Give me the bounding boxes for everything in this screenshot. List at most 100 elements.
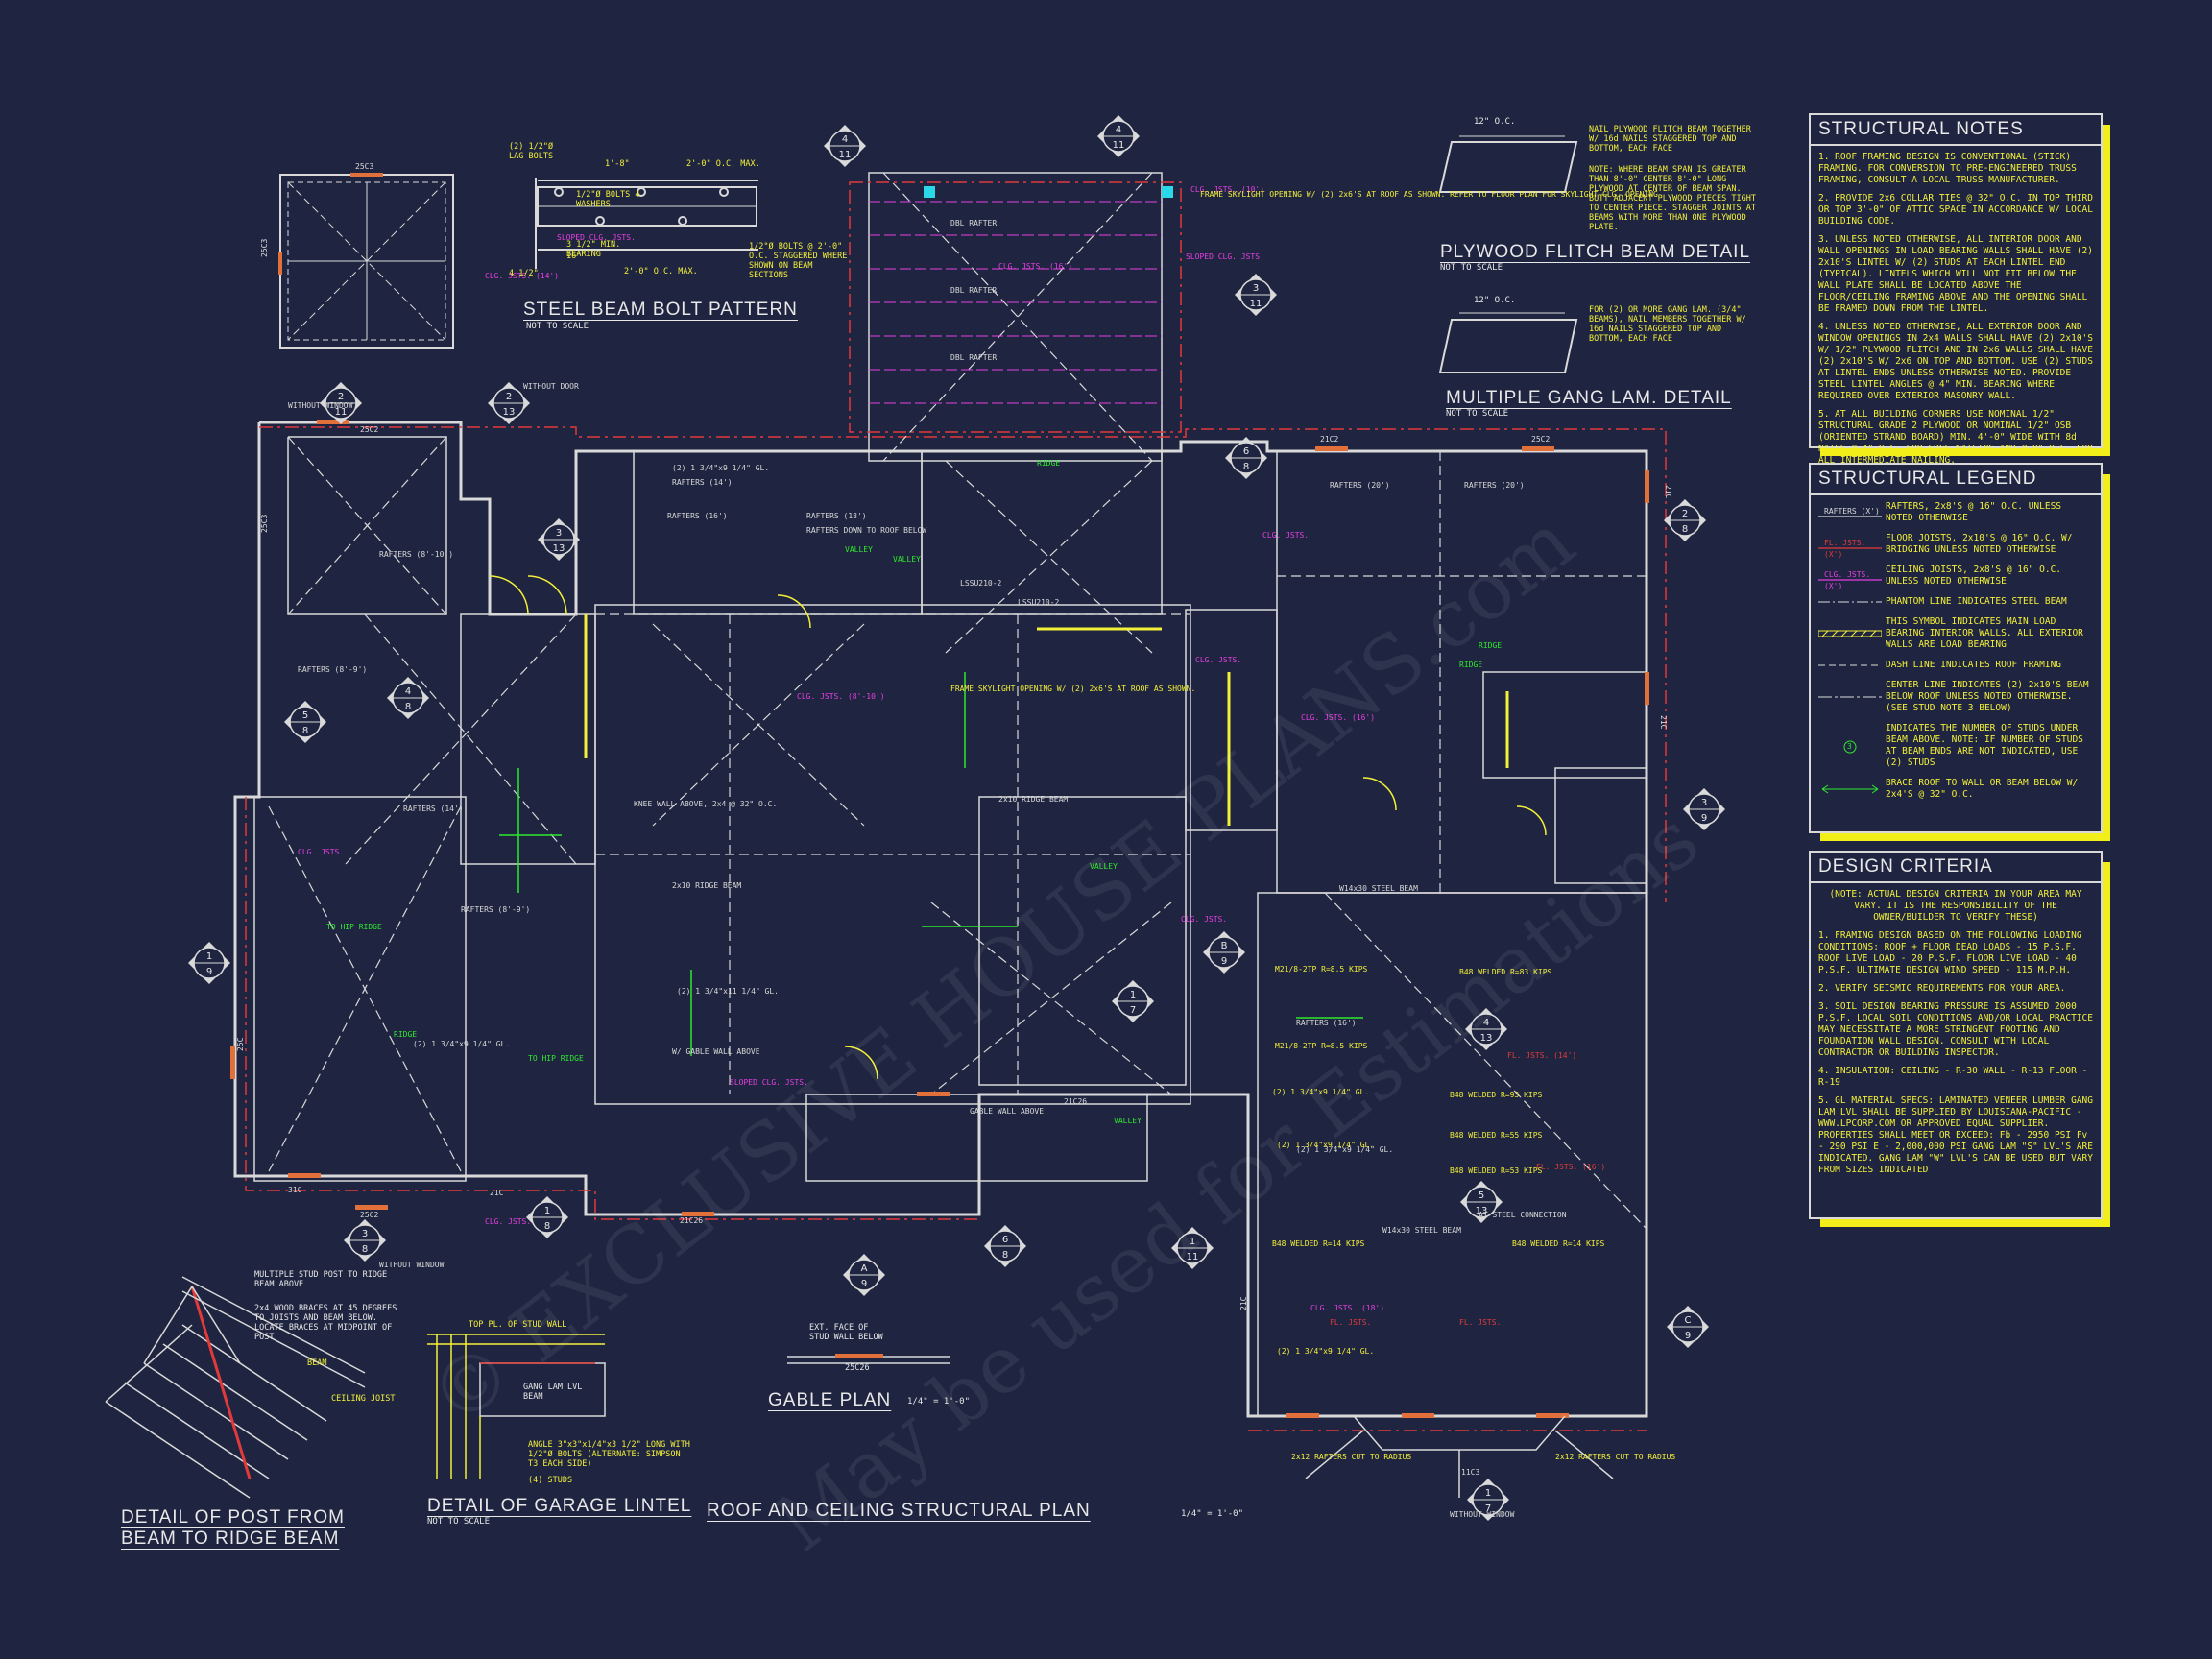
legend-row: RAFTERS (X')RAFTERS, 2x8'S @ 16" O.C. UN… [1818,501,2093,524]
skylight-marker [1162,186,1173,198]
plan-label: LSSU210-2 [1018,598,1060,607]
legend-row: BRACE ROOF TO WALL OR BEAM BELOW W/ 2x4'… [1818,778,2093,801]
detail-label: 2x4 WOOD BRACES AT 45 DEGREES TO JOISTS … [254,1304,397,1342]
plan-label: VALLEY [1090,862,1118,871]
section-marker: A9 [843,1254,885,1296]
section-marker-sheet: 11 [839,150,852,160]
plan-label: RAFTERS (16') [1296,1019,1357,1027]
legend-symbol: CLG. JSTS. (X') [1818,570,1886,590]
section-marker-number: 1 [544,1206,550,1216]
detail-label: 4 1/2" [509,269,539,278]
detail-label: (2) 1/2"Ø LAG BOLTS [509,142,554,161]
plan-label: TO HIP RIDGE [528,1054,584,1063]
plan-label: (2) 1 3/4"x9 1/4" GL. [413,1040,510,1048]
plan-label: VALLEY [893,555,921,564]
plan-label: W14x30 STEEL BEAM [1382,1226,1461,1235]
detail-label: GANG LAM LVL BEAM [523,1382,583,1402]
panel-shadow [2103,862,2110,1227]
section-marker: 39 [1683,788,1725,830]
plan-label: 2x10 RIDGE BEAM [998,795,1068,804]
plan-label: RAFTERS (18') [806,512,867,520]
skylight-rafters [869,201,1162,404]
plan-label: FL. JSTS. (14') [1507,1051,1576,1060]
detail-label: BEAM [307,1358,327,1368]
detail-label: TOP PL. OF STUD WALL [469,1320,567,1330]
plan-label: CLG. JSTS. (18') [1310,1304,1384,1312]
plan-label: M21/8-2TP R=8.5 KIPS [1275,965,1368,974]
plan-label: 2x10 RIDGE BEAM [672,881,741,890]
plan-label: RAFTERS (14') [403,805,464,813]
section-marker-sheet: 8 [405,702,411,712]
panel-shadow [2103,125,2110,456]
structural-legend-panel: STRUCTURAL LEGEND RAFTERS (X')RAFTERS, 2… [1809,463,2110,841]
garage-lintel-drawing [427,1334,606,1479]
load-bearing-walls [584,614,1509,826]
plan-label: CLG. JSTS. (16') [1301,713,1375,722]
plan-label: 21C [1664,485,1672,499]
legend-row: THIS SYMBOL INDICATES MAIN LOAD BEARING … [1817,616,2093,651]
section-marker: 38 [344,1219,386,1262]
garage-lintel-scale: NOT TO SCALE [427,1517,491,1527]
plan-label: 25C2 [360,425,378,434]
section-marker: 58 [284,701,326,743]
plywood-flitch-title: PLYWOOD FLITCH BEAM DETAIL [1440,242,1751,262]
section-marker: 111 [1171,1227,1214,1269]
structural-note: 3. UNLESS NOTED OTHERWISE, ALL INTERIOR … [1818,234,2093,314]
plan-label: 2x12 RAFTERS CUT TO RADIUS [1291,1453,1411,1461]
detail-label: 1/2"Ø BOLTS @ 2'-0" O.C. STAGGERED WHERE… [749,242,848,280]
plan-label: B48 WELDED R=93 KIPS [1450,1091,1543,1099]
window-markers [230,420,1649,1418]
main-plan-walls [233,172,1648,1418]
section-marker-number: 4 [842,134,848,145]
steel-beam-bolt-title: STEEL BEAM BOLT PATTERN [523,300,798,320]
legend-symbol: FL. JSTS. (X') [1818,539,1886,559]
section-marker: 18 [526,1196,568,1238]
section-marker-number: A [861,1263,868,1274]
legend-text: CENTER LINE INDICATES (2) 2x10'S BEAM BE… [1886,680,2089,713]
structural-legend-body: RAFTERS (X')RAFTERS, 2x8'S @ 16" O.C. UN… [1811,495,2101,815]
legend-symbol [1817,628,1886,639]
flitch-beam-drawing [1438,135,1578,373]
legend-text: THIS SYMBOL INDICATES MAIN LOAD BEARING … [1886,616,2083,650]
legend-symbol-label: CLG. JSTS. (X') [1824,570,1871,590]
main-plan-title: ROOF AND CEILING STRUCTURAL PLAN [707,1501,1091,1521]
plan-label: KNEE WALL ABOVE, 2x4 @ 32" O.C. [634,800,777,808]
gable-plan-scale: 1/4" = 1'-0" [907,1397,971,1407]
section-marker-sheet: 8 [1243,462,1249,472]
section-marker-number: 2 [338,392,344,402]
section-marker: 28 [1664,499,1706,541]
section-marker-sheet: 8 [544,1221,550,1232]
gable-plan-bottom-drawing [787,1354,950,1364]
section-marker-number: 3 [1253,283,1259,294]
section-marker-number: 3 [362,1229,368,1239]
legend-text: FLOOR JOISTS, 2x10'S @ 16" O.C. W/ BRIDG… [1886,533,2073,555]
design-criteria-title: DESIGN CRITERIA [1811,853,2101,883]
legend-symbol: 3 [1818,740,1886,754]
section-marker-sheet: 9 [206,967,212,977]
plan-label: FL. JSTS. (16') [1536,1163,1605,1171]
plan-label: 21C26 [680,1216,703,1225]
section-marker: 17 [1112,980,1154,1022]
plywood-flitch-text: NAIL PLYWOOD FLITCH BEAM TOGETHER W/ 16d… [1589,125,1751,154]
plan-label: WITHOUT WINDOW [1450,1510,1515,1519]
section-marker: 313 [538,518,580,561]
plan-label: 21C2 [1320,435,1338,444]
section-marker: 411 [1097,115,1140,157]
plan-label: RAFTERS (8'-10') [379,550,453,559]
section-marker-sheet: 13 [503,407,516,418]
plan-label: GABLE WALL ABOVE [970,1107,1044,1116]
detail-label: 16" [566,252,582,261]
plan-label: DBL RAFTER [950,286,997,295]
plan-label: W/ GABLE WALL ABOVE [672,1047,760,1056]
plan-label: CLG. JSTS. (14') [485,272,559,280]
skylight-marker [924,186,935,198]
section-marker: 17 [1467,1479,1509,1521]
section-marker: 413 [1465,1008,1507,1050]
plan-label: RIDGE [1459,661,1482,669]
plan-label: SLOPED CLG. JSTS. [730,1078,808,1087]
section-marker-sheet: 8 [362,1244,368,1255]
section-marker-sheet: 13 [553,543,565,554]
plan-label: FL. JSTS. [1459,1318,1501,1327]
section-marker-number: 4 [1483,1018,1489,1028]
section-marker-sheet: 11 [335,407,348,418]
